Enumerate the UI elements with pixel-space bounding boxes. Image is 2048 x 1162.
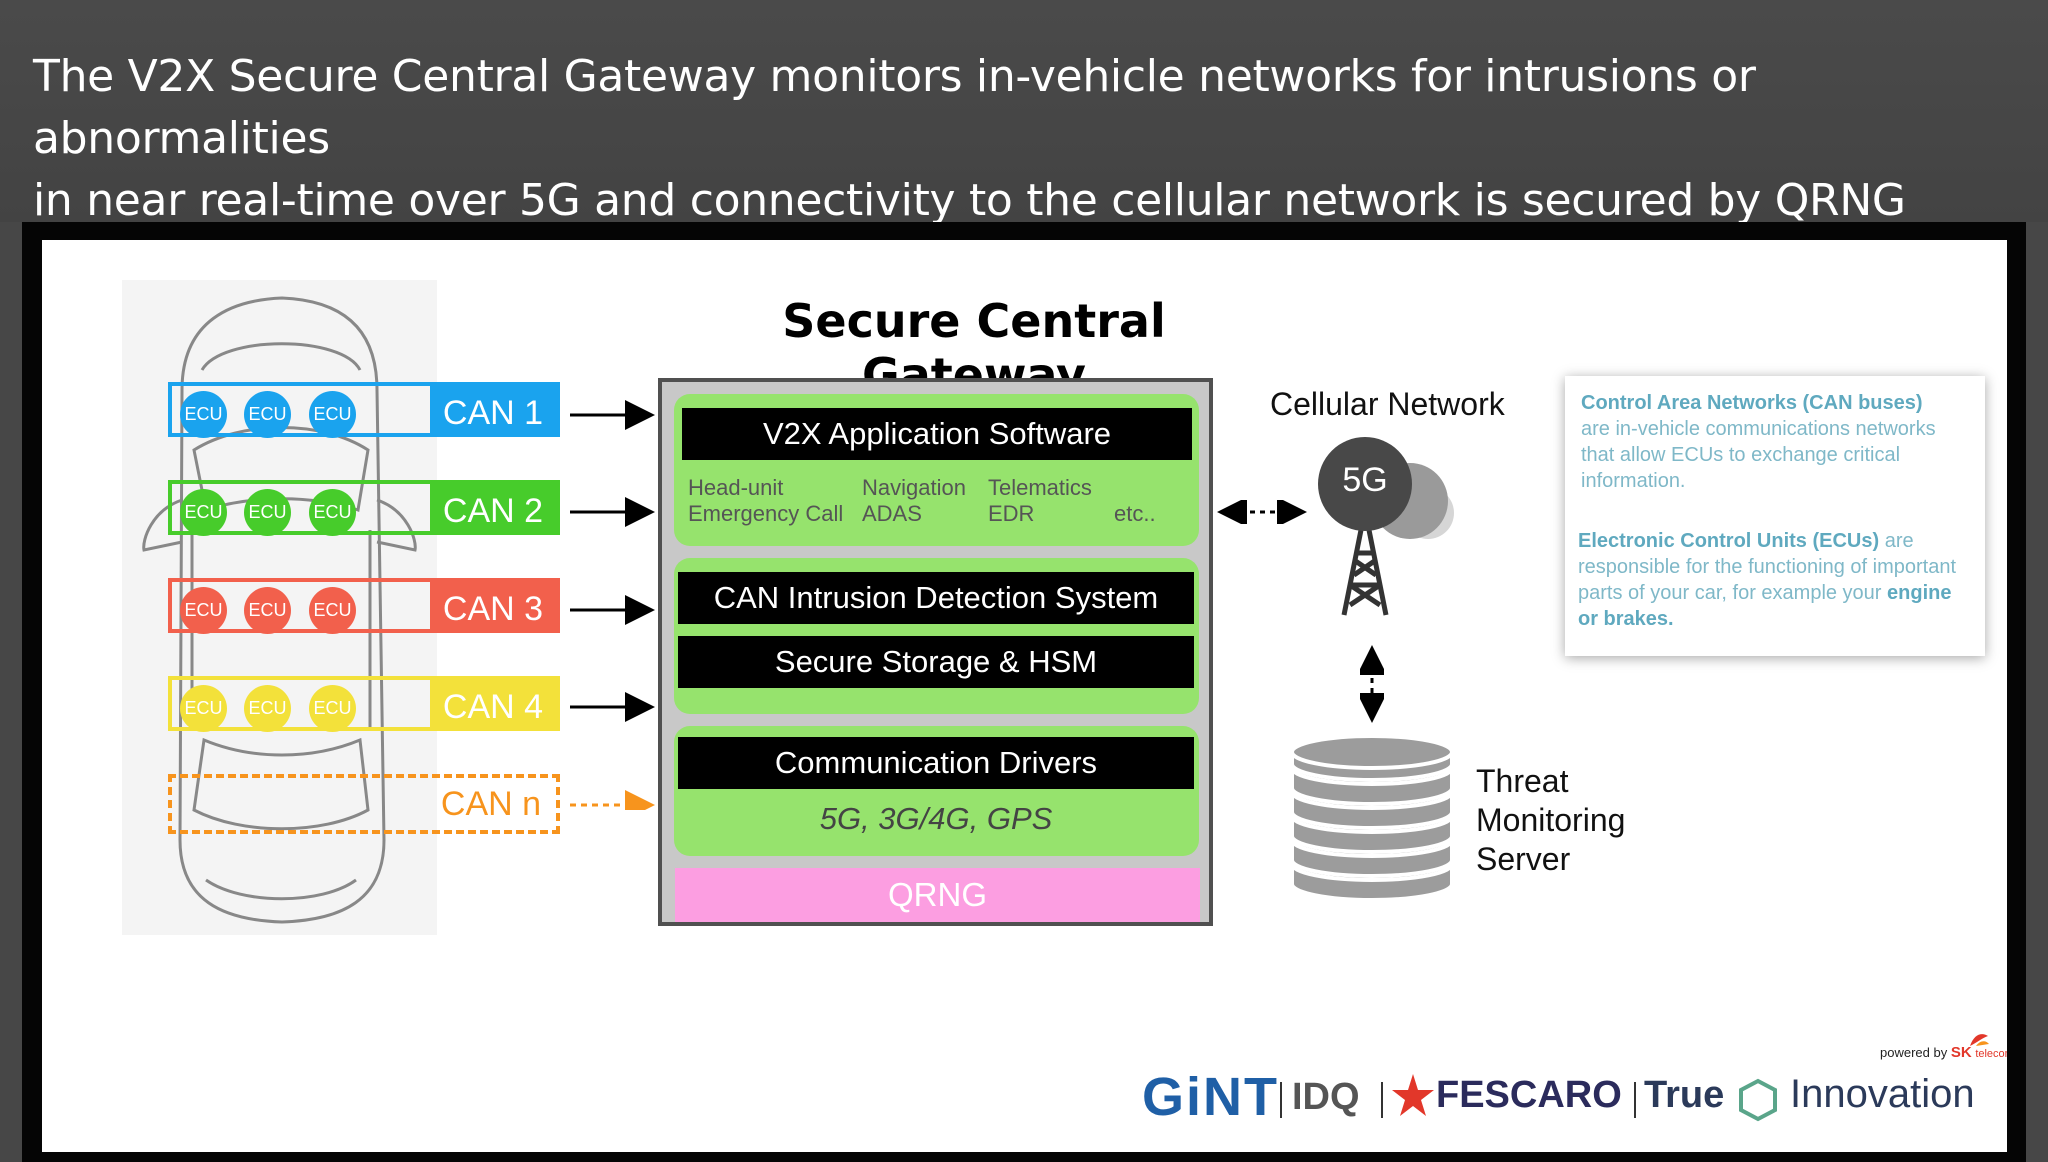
ecu-definition: Electronic Control Units (ECUs) are resp… [1578, 528, 1973, 632]
ecu-node: ECU [244, 587, 291, 634]
true-logo: True [1644, 1074, 1725, 1116]
can-label: CAN 4 [442, 688, 544, 726]
powered-by-text: powered by [1880, 1045, 1948, 1060]
can-bus-3: ECU ECU ECU CAN 3 [168, 578, 560, 634]
ecu-definition-text: are responsible for the functioning of i… [1578, 530, 1956, 604]
ecu-node: ECU [309, 391, 356, 438]
app-item: ADAS [862, 501, 922, 526]
can-bus-n: CAN n [168, 774, 560, 834]
app-item: Telematics [988, 475, 1092, 500]
app-item: Emergency Call [688, 501, 844, 526]
gint-logo: GiNT [1142, 1067, 1279, 1127]
logo-divider [1634, 1082, 1636, 1118]
idq-logo: IDQ [1292, 1076, 1360, 1118]
server-label-line: Threat [1476, 763, 1569, 799]
page-header: The V2X Secure Central Gateway monitors … [0, 0, 2048, 226]
can-definition-text: are in-vehicle communications networks t… [1581, 418, 1936, 492]
ecu-node: ECU [180, 587, 227, 634]
ecu-node: ECU [244, 685, 291, 732]
secure-central-gateway-box: V2X Application Software Head-unit Emerg… [658, 378, 1213, 926]
headline-line-1: The V2X Secure Central Gateway monitors … [33, 51, 1756, 164]
app-item: Navigation [862, 475, 966, 500]
server-label-line: Monitoring [1476, 802, 1626, 838]
hexagon-icon [1739, 1078, 1777, 1122]
ecu-definition-bold: engine or brakes. [1578, 582, 1952, 630]
comm-drivers-subtitle: 5G, 3G/4G, GPS [819, 801, 1053, 836]
comm-drivers-bar: Communication Drivers [678, 737, 1194, 789]
app-item: EDR [988, 501, 1035, 526]
can-label: CAN n [440, 785, 542, 823]
partner-logos: GiNT IDQ FESCARO True Innovation powered… [1142, 1034, 2007, 1150]
cell-tower-icon [1318, 437, 1454, 616]
can-definition-title: Control Area Networks (CAN buses) [1581, 392, 1923, 414]
car-illustration-panel [122, 280, 437, 935]
sk-text: SK [1950, 1044, 1972, 1061]
ecu-node: ECU [244, 391, 291, 438]
ecu-node: ECU [180, 391, 227, 438]
can-bus-4: ECU ECU ECU CAN 4 [168, 676, 560, 732]
can-to-gateway-arrows [570, 400, 655, 810]
fescaro-logo: FESCARO [1436, 1074, 1622, 1116]
ecu-node: ECU [180, 685, 227, 732]
headline: The V2X Secure Central Gateway monitors … [33, 46, 2023, 232]
can-definition: Control Area Networks (CAN buses) are in… [1581, 390, 1973, 494]
fescaro-star-icon [1392, 1074, 1434, 1116]
5g-badge: 5G [1342, 461, 1388, 499]
gateway-tower-arrow [1217, 500, 1307, 524]
secure-storage-bar: Secure Storage & HSM [678, 636, 1194, 688]
headline-line-2: in near real-time over 5G and connectivi… [33, 175, 1906, 226]
server-label-line: Server [1476, 841, 1571, 877]
ecu-node: ECU [180, 489, 227, 536]
threat-monitoring-server-label: Threat Monitoring Server [1476, 762, 1625, 879]
ecu-node: ECU [309, 685, 356, 732]
powered-by-label: powered by SK telecom [1880, 1044, 2007, 1061]
ids-bar: CAN Intrusion Detection System [678, 572, 1194, 624]
cellular-network-label: Cellular Network [1270, 386, 1505, 422]
definitions-callout: Control Area Networks (CAN buses) are in… [1565, 376, 1985, 656]
v2x-app-title: V2X Application Software [682, 408, 1192, 460]
can-bus-1: ECU ECU ECU CAN 1 [168, 382, 560, 438]
app-item: Head-unit [688, 475, 784, 500]
app-item: etc.. [1114, 501, 1156, 526]
can-bus-2: ECU ECU ECU CAN 2 [168, 480, 560, 536]
ecu-node: ECU [309, 489, 356, 536]
logo-divider [1381, 1082, 1383, 1118]
slide-canvas: ECU ECU ECU CAN 1 ECU ECU ECU CAN 2 ECU … [42, 240, 2007, 1152]
can-label: CAN 3 [442, 590, 544, 628]
innovation-logo: Innovation [1790, 1072, 1975, 1116]
ecu-node: ECU [244, 489, 291, 536]
database-icon [1290, 734, 1454, 902]
telecom-text: telecom [1975, 1048, 2007, 1060]
can-label: CAN 1 [442, 394, 544, 432]
ecu-node: ECU [309, 587, 356, 634]
sk-butterfly-icon [1970, 1034, 1989, 1046]
qrng-bar: QRNG [675, 868, 1200, 922]
tower-server-arrow [1360, 645, 1384, 723]
can-label: CAN 2 [442, 492, 544, 530]
ecu-definition-title: Electronic Control Units (ECUs) [1578, 530, 1880, 552]
logo-divider [1280, 1082, 1282, 1118]
